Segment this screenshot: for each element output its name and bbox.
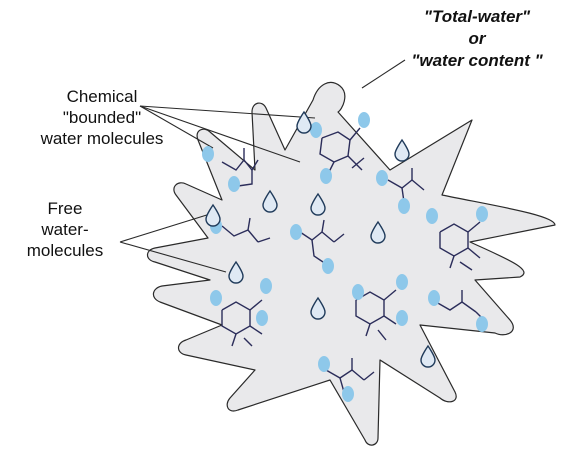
bound-molecule	[221, 148, 259, 187]
water-oval	[228, 176, 240, 192]
water-oval	[202, 146, 214, 162]
leader-lines	[119, 59, 406, 273]
bound-molecule	[355, 289, 397, 341]
droplet-icon	[262, 189, 278, 213]
water-oval	[476, 206, 488, 222]
bound-molecule	[299, 219, 345, 265]
water-oval	[426, 208, 438, 224]
free-line1: Free	[47, 199, 83, 218]
water-oval	[290, 224, 302, 240]
water-oval	[396, 310, 408, 326]
water-oval	[320, 168, 332, 184]
water-oval	[260, 278, 272, 294]
water-oval	[476, 316, 488, 332]
droplet-icon	[296, 110, 312, 134]
total-water-label: "Total-water" or "water content "	[392, 6, 562, 72]
free-line3: molecules	[26, 241, 104, 260]
water-oval	[210, 290, 222, 306]
chemical-leader-1	[139, 105, 316, 119]
chemical-line3: water molecules	[40, 129, 164, 148]
free-leader-2	[119, 241, 227, 273]
total-water-line1: "Total-water"	[423, 7, 531, 26]
droplet-icon	[420, 344, 436, 368]
total-water-line2: or	[468, 29, 486, 48]
chemical-leader-3	[139, 105, 301, 163]
total-water-line3: "water content "	[411, 51, 543, 70]
water-oval	[352, 284, 364, 300]
free-line2: water-	[41, 220, 89, 239]
chemical-leader-2	[139, 105, 214, 149]
free-water-droplets	[205, 110, 436, 368]
water-oval	[318, 356, 330, 372]
chemical-line1: Chemical	[66, 87, 138, 106]
water-oval	[396, 274, 408, 290]
droplet-icon	[370, 220, 386, 244]
water-oval	[428, 290, 440, 306]
bound-molecule	[221, 299, 263, 347]
droplet-icon	[394, 138, 410, 162]
water-oval	[376, 170, 388, 186]
water-oval	[398, 198, 410, 214]
chemical-line2: "bounded"	[62, 108, 142, 127]
water-oval	[358, 112, 370, 128]
chemical-bound-label: Chemical "bounded" water molecules	[22, 86, 182, 149]
droplet-icon	[228, 260, 244, 284]
free-leader-1	[119, 213, 211, 243]
droplet-icon	[310, 192, 326, 216]
droplet-icon	[205, 203, 221, 227]
water-oval	[322, 258, 334, 274]
free-water-label: Free water- molecules	[10, 198, 120, 261]
water-oval	[310, 122, 322, 138]
total-water-leader	[361, 59, 406, 89]
droplet-icon	[310, 296, 326, 320]
bound-molecule	[439, 221, 481, 271]
bound-molecule	[221, 217, 271, 243]
particle-outline	[146, 81, 556, 446]
water-oval	[342, 386, 354, 402]
water-oval	[256, 310, 268, 326]
